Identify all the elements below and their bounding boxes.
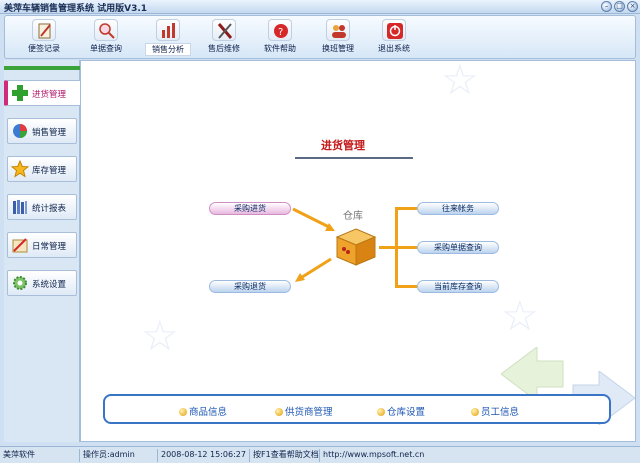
document-query-button-label: 单据查询: [90, 44, 122, 53]
title-bar: 美萍车辆销售管理系统 试用版V3.1 – □ ×: [0, 0, 640, 14]
status-website: http://www.mpsoft.net.cn: [323, 450, 425, 459]
window-controls: – □ ×: [601, 1, 638, 12]
warehouse-settings-label: 仓库设置: [387, 407, 426, 418]
warehouse-box-icon[interactable]: [335, 227, 377, 267]
books-icon: [11, 198, 29, 216]
staff-info-link[interactable]: 员工信息: [471, 404, 519, 418]
connector-arrows-left: [292, 207, 335, 282]
purchase-order-query-link[interactable]: 采购单据查询: [417, 241, 499, 254]
staff-info-label: 员工信息: [481, 407, 520, 418]
document-query-button[interactable]: 单据查询: [83, 19, 129, 57]
hub-label: 仓库: [343, 211, 363, 222]
sidebar-item-daily[interactable]: 日常管理: [7, 232, 77, 258]
sales-analysis-button[interactable]: 销售分析: [145, 19, 191, 57]
help-button-label: 软件帮助: [264, 44, 296, 53]
help-icon: ?: [268, 19, 292, 41]
power-icon: [382, 19, 406, 41]
title-underline: [295, 157, 413, 159]
sidebar-item-sales[interactable]: 销售管理: [7, 118, 77, 144]
after-sales-button-label: 售后维修: [208, 44, 240, 53]
close-button[interactable]: ×: [627, 1, 638, 12]
bullet-icon: [377, 408, 385, 416]
pie-chart-icon: [11, 122, 29, 140]
minimize-button[interactable]: –: [601, 1, 612, 12]
purchase-in-link[interactable]: 采购进货: [209, 202, 291, 215]
connector-line: [379, 246, 395, 249]
sidebar-item-label: 进货管理: [32, 90, 67, 100]
exit-button-label: 退出系统: [378, 44, 410, 53]
supplier-label: 供货商管理: [285, 407, 333, 418]
warehouse-settings-link[interactable]: 仓库设置: [377, 404, 425, 418]
calendar-tools-icon: [11, 236, 29, 254]
svg-text:?: ?: [278, 27, 283, 38]
bullet-icon: [471, 408, 479, 416]
users-icon: [326, 19, 350, 41]
accounts-link[interactable]: 往来帐务: [417, 202, 499, 215]
watermark-star: ☆: [141, 311, 179, 360]
product-info-link[interactable]: 商品信息: [179, 404, 227, 418]
notepad-button[interactable]: 便签记录: [21, 19, 67, 57]
sidebar-item-label: 日常管理: [32, 242, 67, 252]
sales-analysis-button-label: 销售分析: [145, 43, 191, 56]
page-title: 进货管理: [321, 139, 365, 152]
exit-button[interactable]: 退出系统: [371, 19, 417, 57]
sidebar-item-label: 库存管理: [32, 166, 67, 176]
status-datetime: 2008-08-12 15:06:27: [158, 449, 250, 462]
gear-icon: [11, 274, 29, 292]
connector-line: [395, 207, 417, 210]
quick-links-bar: 商品信息 供货商管理 仓库设置 员工信息: [103, 394, 611, 424]
sidebar-indicator: [4, 66, 80, 70]
sidebar-item-inventory[interactable]: 库存管理: [7, 156, 77, 182]
status-bar: 美萍软件 操作员:admin 2008-08-12 15:06:27 按F1查看…: [0, 446, 640, 463]
help-button[interactable]: ? 软件帮助: [257, 19, 303, 57]
bullet-icon: [179, 408, 187, 416]
sidebar: 进货管理 销售管理 库存管理 统计报表 日常管理 系统设置: [4, 60, 81, 442]
status-help-hint: 按F1查看帮助文档: [250, 449, 320, 462]
magnifier-icon: [94, 19, 118, 41]
plus-icon: [11, 84, 29, 102]
window-title: 美萍车辆销售管理系统 试用版V3.1: [4, 4, 148, 14]
connector-line: [395, 285, 417, 288]
sidebar-item-reports[interactable]: 统计报表: [7, 194, 77, 220]
sidebar-item-label: 系统设置: [32, 280, 67, 290]
sidebar-item-label: 销售管理: [32, 128, 67, 138]
watermark-star: ☆: [501, 291, 539, 340]
notepad-button-label: 便签记录: [28, 44, 60, 53]
maximize-button[interactable]: □: [614, 1, 625, 12]
shift-button-label: 换班管理: [322, 44, 354, 53]
supplier-link[interactable]: 供货商管理: [275, 404, 333, 418]
product-info-label: 商品信息: [189, 407, 228, 418]
watermark-star: ☆: [441, 60, 479, 104]
status-company: 美萍软件: [0, 449, 80, 462]
star-icon: [10, 159, 30, 178]
toolbar: 便签记录 单据查询 销售分析 售后维修 ? 软件帮助 换班管理 退出系统: [4, 15, 636, 59]
main-panel: ☆ ☆ ☆ 进货管理 采购进货 采购退货 仓库 往来帐务 采购单据查询 当前库存…: [80, 60, 636, 442]
back-arrow-icon[interactable]: [501, 347, 571, 401]
sidebar-item-label: 统计报表: [32, 204, 67, 214]
stock-query-link[interactable]: 当前库存查询: [417, 280, 499, 293]
sidebar-item-settings[interactable]: 系统设置: [7, 270, 77, 296]
status-operator: 操作员:admin: [80, 449, 158, 462]
bar-chart-icon: [156, 19, 180, 41]
after-sales-button[interactable]: 售后维修: [201, 19, 247, 57]
shift-button[interactable]: 换班管理: [315, 19, 361, 57]
tools-icon: [212, 19, 236, 41]
connector-line: [395, 246, 417, 249]
bullet-icon: [275, 408, 283, 416]
sidebar-item-purchase[interactable]: 进货管理: [4, 80, 81, 106]
notepad-icon: [32, 19, 56, 41]
purchase-return-link[interactable]: 采购退货: [209, 280, 291, 293]
